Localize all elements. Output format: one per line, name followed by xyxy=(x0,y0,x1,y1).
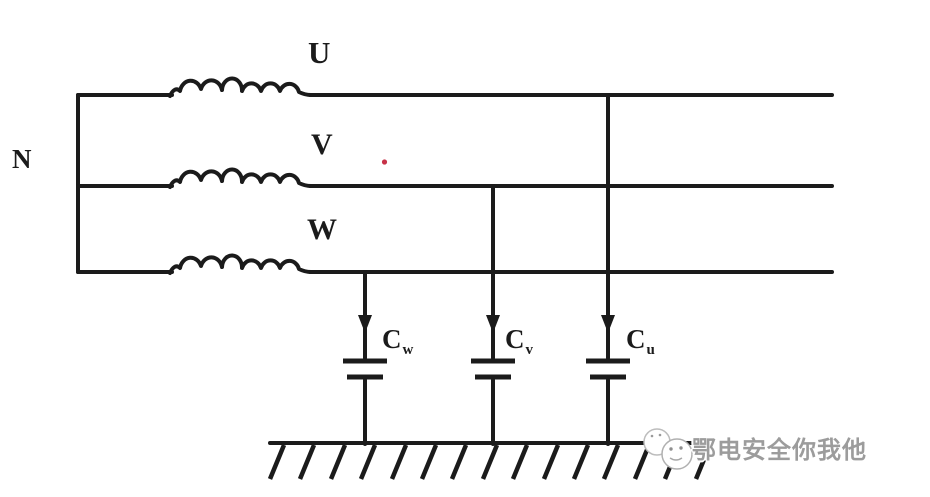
cu-down-arrow-icon xyxy=(601,315,615,333)
phase-w-winding xyxy=(168,253,313,275)
phase-w-label: W xyxy=(307,213,337,246)
phase-u-winding xyxy=(168,76,313,98)
cw-down-arrow-icon xyxy=(358,315,372,333)
capacitor-cu-subscript: u xyxy=(646,342,655,358)
watermark-text: 鄂电安全你我他 xyxy=(692,436,867,464)
phase-v-label: V xyxy=(311,128,333,161)
neutral-label: N xyxy=(12,144,32,174)
chat-face-large-eye-right xyxy=(679,446,683,450)
capacitor-cv-subscript: v xyxy=(525,342,534,358)
capacitor-cv-symbol: C xyxy=(505,324,525,354)
capacitor-cv-label: Cv xyxy=(505,326,533,358)
cv-down-arrow-icon xyxy=(486,315,500,333)
red-marker-dot xyxy=(381,159,388,165)
capacitor-cw-symbol: C xyxy=(382,324,402,354)
chat-face-large-eye-left xyxy=(669,447,673,451)
capacitor-cu-symbol: C xyxy=(626,324,646,354)
capacitor-cw-label: Cw xyxy=(382,326,413,358)
capacitor-cu-label: Cu xyxy=(626,326,655,358)
chat-face-smile xyxy=(669,457,683,461)
chat-face-small-eye-left xyxy=(650,434,654,438)
chat-face-small-eye-right xyxy=(658,433,662,437)
capacitor-cw-subscript: w xyxy=(402,342,414,358)
ground-hatching xyxy=(267,444,713,480)
phase-u-label: U xyxy=(308,35,331,70)
phase-v-winding xyxy=(168,167,313,189)
chat-face-icon xyxy=(643,428,693,470)
chat-face-large-circle xyxy=(661,438,693,470)
